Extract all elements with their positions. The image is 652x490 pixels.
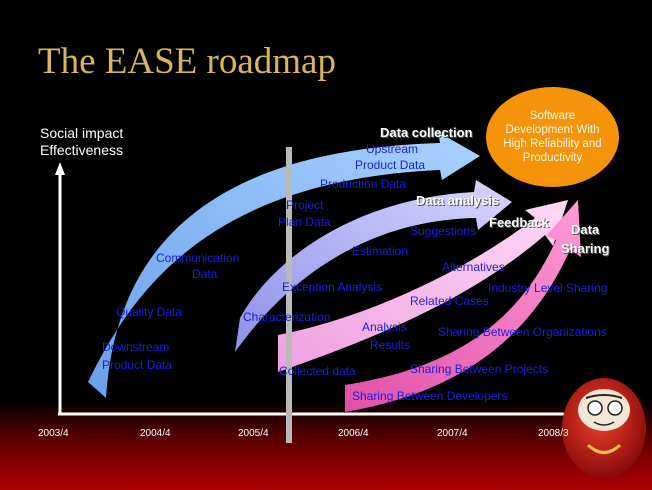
goal-text: Software Development With High Reliabili… bbox=[503, 110, 602, 164]
stream-item: Upstream bbox=[366, 142, 419, 156]
current-time-divider bbox=[286, 147, 292, 443]
y-axis-label-line-2: Effectiveness bbox=[40, 142, 124, 158]
stream-item: Analysis bbox=[362, 320, 407, 334]
stream-item: Sharing Between Projects bbox=[410, 362, 549, 376]
daruma-doll-icon bbox=[562, 378, 646, 478]
stream-item: Production Data bbox=[320, 177, 407, 191]
stream-item: Results bbox=[370, 338, 411, 352]
stream-item: Sharing Between Developers bbox=[352, 389, 508, 403]
stream-item: Downstream bbox=[102, 340, 170, 354]
feedback-arrow bbox=[278, 200, 568, 372]
x-tick: 2008/3 bbox=[538, 428, 569, 439]
y-axis-label-line-1: Social impact bbox=[40, 125, 124, 141]
y-axis-arrowhead bbox=[55, 162, 65, 175]
x-tick: 2007/4 bbox=[437, 428, 468, 439]
x-tick: 2004/4 bbox=[140, 428, 171, 439]
data-sharing-arrow bbox=[345, 200, 581, 412]
stream-item: Collected data bbox=[279, 364, 356, 378]
slide-title: The EASE roadmap bbox=[38, 41, 336, 82]
x-tick: 2005/4 bbox=[238, 428, 269, 439]
data-sharing-heading-line-2: Sharing bbox=[561, 241, 610, 256]
stream-item: Sharing Between Organizations bbox=[438, 325, 607, 339]
stream-item: Industry Level Sharing bbox=[488, 281, 608, 295]
stream-item: Exception Analysis bbox=[282, 280, 383, 294]
stream-item: Communication bbox=[156, 251, 240, 265]
feedback-heading: Feedback bbox=[489, 215, 549, 230]
stream-item: Product Data bbox=[102, 358, 173, 372]
x-tick: 2003/4 bbox=[38, 428, 69, 439]
stream-item: Product Data bbox=[355, 158, 426, 172]
stream-item: Alternatives bbox=[442, 260, 505, 274]
stream-item: Plan Data bbox=[278, 215, 331, 229]
x-tick: 2006/4 bbox=[338, 428, 369, 439]
data-collection-heading: Data collection bbox=[380, 125, 473, 140]
data-sharing-heading-line-1: Data bbox=[571, 222, 600, 237]
data-collection-arrow bbox=[88, 132, 480, 398]
stream-item: Project bbox=[286, 198, 324, 212]
goal-ellipse: Software Development With High Reliabili… bbox=[486, 87, 619, 187]
stream-item: Suggestions bbox=[410, 224, 477, 238]
stream-item: Quality Data bbox=[116, 305, 183, 319]
stream-item: Data bbox=[192, 267, 218, 281]
data-analysis-heading: Data analysis bbox=[416, 193, 500, 208]
stream-item: Characterization bbox=[243, 310, 331, 324]
stream-item: Estimation bbox=[352, 244, 409, 258]
stream-item: Related Cases bbox=[410, 294, 489, 308]
y-axis-label: Social impact Effectiveness bbox=[40, 125, 123, 159]
